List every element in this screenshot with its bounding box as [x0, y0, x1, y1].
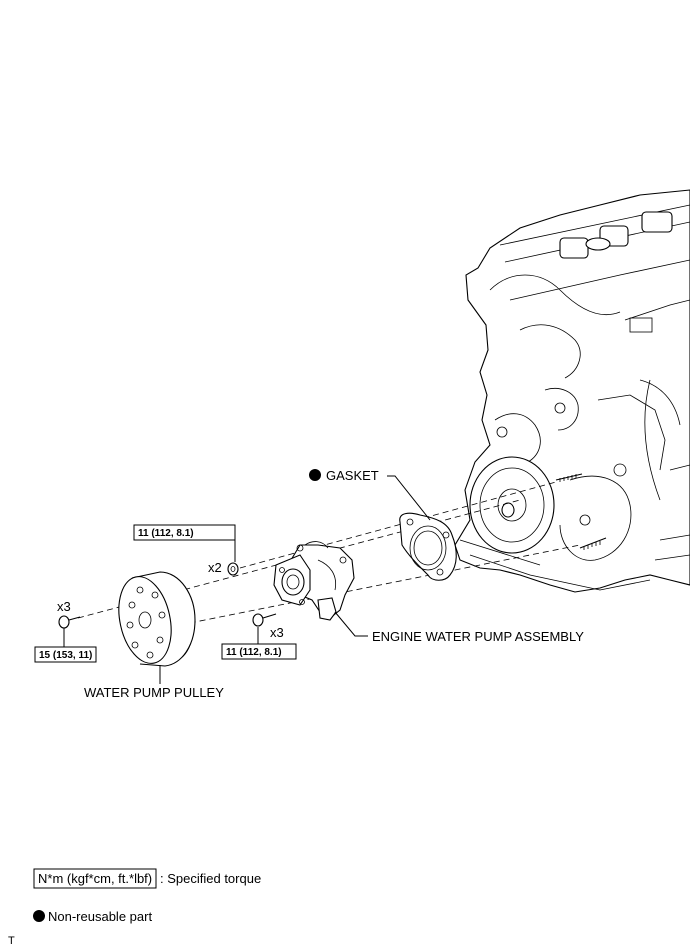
legend: N*m (kgf*cm, ft.*lbf) : Specified torque… — [33, 868, 261, 924]
water-pump-illustration — [273, 541, 355, 621]
torque-value-pulley-bolt: 15 (153, 11) — [39, 650, 92, 661]
torque-value-pump-bolt: 11 (112, 8.1) — [226, 647, 282, 658]
leader-lines — [63, 475, 431, 684]
legend-torque-desc: : Specified torque — [160, 871, 261, 886]
pump-bolt-quantity: x3 — [270, 625, 284, 640]
water-pump-pulley-illustration — [118, 571, 196, 667]
torque-value-nut: 11 (112, 8.1) — [138, 528, 194, 539]
alignment-lines — [77, 481, 581, 626]
gasket-label: GASKET — [326, 468, 379, 483]
engine-block-illustration — [454, 189, 690, 593]
legend-torque-units: N*m (kgf*cm, ft.*lbf) — [38, 871, 152, 886]
pump-bolt-illustration — [252, 613, 277, 627]
non-reusable-dot-icon — [309, 469, 321, 481]
torque-box-pulley-bolt: 15 (153, 11) — [34, 646, 97, 663]
pulley-bolt-illustration — [58, 615, 81, 629]
legend-dot-icon — [33, 910, 45, 922]
torque-box-pump-bolt: 11 (112, 8.1) — [221, 643, 297, 660]
water-pump-label: ENGINE WATER PUMP ASSEMBLY — [372, 629, 584, 644]
legend-non-reusable: Non-reusable part — [48, 909, 152, 924]
pulley-bolt-quantity: x3 — [57, 599, 71, 614]
torque-box-nut: 11 (112, 8.1) — [133, 524, 236, 541]
legend-torque-box — [33, 868, 157, 889]
gasket-illustration — [399, 512, 457, 581]
nut-quantity: x2 — [208, 560, 222, 575]
pulley-label: WATER PUMP PULLEY — [84, 685, 224, 700]
nut-illustration — [227, 562, 239, 576]
gasket-callout: GASKET — [309, 468, 379, 483]
corner-mark: T — [8, 935, 15, 947]
